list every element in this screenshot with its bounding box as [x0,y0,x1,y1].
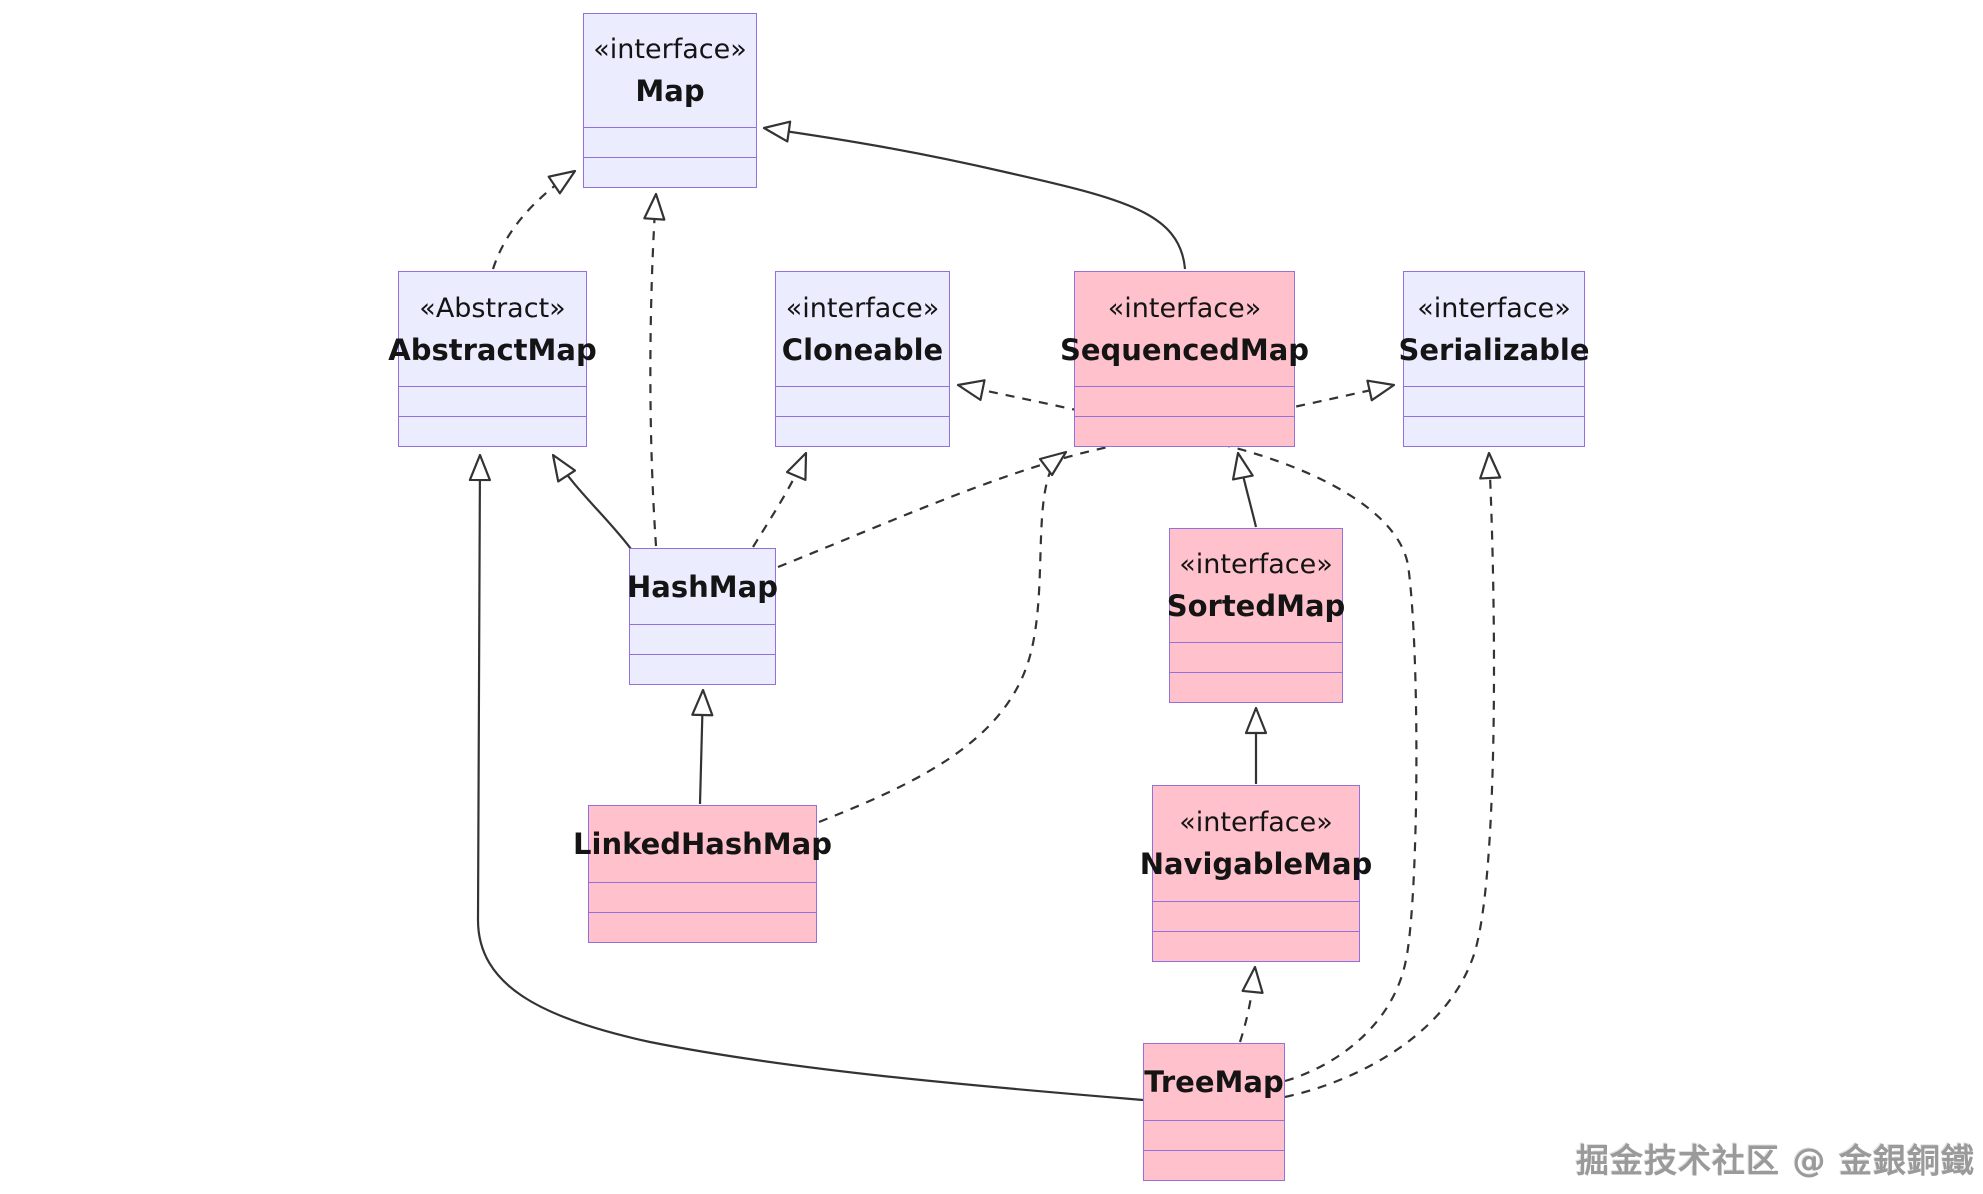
class-title: «interface» Map [584,14,756,127]
stereotype-label: «interface» [1179,549,1333,580]
edge-treemap-to-cloneable [956,379,1418,1083]
attributes-compartment [1144,1120,1284,1150]
edge-linkedhashmap-to-hashmap [691,688,714,805]
class-name-label: TreeMap [1144,1065,1284,1099]
class-title: «Abstract» AbstractMap [388,272,596,386]
stereotype-label: «Abstract» [419,292,566,324]
attributes-compartment [589,882,816,912]
edge-treemap-to-abstractmap [468,453,1144,1102]
stereotype-label: «interface» [1179,807,1333,838]
class-name-label: SortedMap [1166,589,1346,623]
attributes-compartment [584,127,756,157]
class-name-label: Cloneable [781,332,944,367]
methods-compartment [1404,416,1584,446]
attributes-compartment [1153,901,1359,931]
edge-hashmap-to-map [643,192,666,547]
class-box-cloneable: «interface» Cloneable [775,271,950,447]
methods-compartment [776,416,949,446]
class-name-label: NavigableMap [1139,847,1373,881]
edge-hashmap-to-abstractmap [551,453,632,550]
class-title: «interface» SequencedMap [1060,272,1309,386]
stereotype-label: «interface» [593,34,747,65]
edge-hashmap-to-serializable [777,379,1396,569]
attributes-compartment [630,624,775,654]
class-box-navigablemap: «interface» NavigableMap [1140,785,1373,962]
methods-compartment [589,912,816,942]
class-name-label: Serializable [1398,332,1590,367]
edge-treemap-to-navigablemap [1238,965,1264,1043]
class-title: «interface» Serializable [1398,272,1589,386]
class-name-label: Map [635,74,705,108]
attributes-compartment [1075,386,1294,416]
class-name-label: AbstractMap [388,332,597,367]
edge-treemap-to-serializable [1284,451,1502,1099]
attributes-compartment [776,386,949,416]
attributes-compartment [1170,642,1342,672]
attributes-compartment [1404,386,1584,416]
methods-compartment [1153,931,1359,961]
methods-compartment [1170,672,1342,702]
class-box-sortedmap: «interface» SortedMap [1167,528,1346,703]
methods-compartment [630,654,775,684]
class-box-treemap: TreeMap [1143,1043,1285,1181]
methods-compartment [1075,416,1294,446]
attributes-compartment [399,386,586,416]
edge-hashmap-to-cloneable [752,451,808,548]
stereotype-label: «interface» [1107,292,1262,324]
methods-compartment [1144,1150,1284,1180]
edge-sortedmap-to-sequencedmap [1231,451,1258,528]
methods-compartment [399,416,586,446]
stereotype-label: «interface» [785,292,940,324]
class-box-serializable: «interface» Serializable [1398,271,1590,447]
class-name-label: LinkedHashMap [573,827,832,861]
edge-abstractmap-to-map [491,169,577,270]
watermark: 掘金技术社区 @ 金銀銅鐵 [1576,1141,1975,1180]
methods-compartment [584,157,756,187]
class-name-label: SequencedMap [1059,332,1310,367]
edge-sequencedmap-to-map [762,120,1187,270]
class-title: «interface» NavigableMap [1140,786,1373,901]
class-box-abstractmap: «Abstract» AbstractMap [388,271,597,447]
class-name-label: HashMap [627,569,778,604]
stereotype-label: «interface» [1417,292,1571,324]
class-box-sequencedmap: «interface» SequencedMap [1060,271,1309,447]
class-title: «interface» SortedMap [1167,529,1346,642]
edge-linkedhashmap-to-sequencedmap [818,450,1068,824]
class-title: LinkedHashMap [573,806,832,882]
class-title: «interface» Cloneable [776,272,949,386]
class-box-linkedhashmap: LinkedHashMap [573,805,832,943]
class-box-hashmap: HashMap [627,548,778,685]
class-title: TreeMap [1144,1044,1284,1120]
class-box-map: «interface» Map [583,13,757,188]
class-title: HashMap [627,549,778,624]
